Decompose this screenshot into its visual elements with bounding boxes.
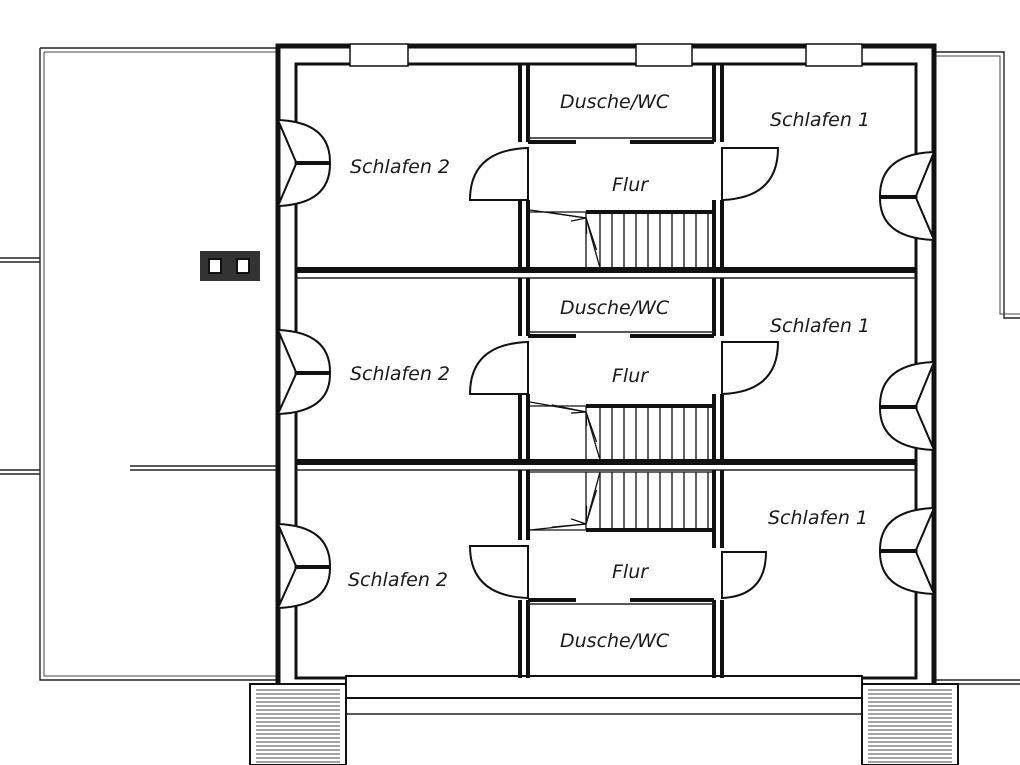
hall-doors bbox=[468, 146, 780, 600]
stairs-unit2 bbox=[529, 401, 714, 461]
room-label-bath-unit2: Dusche/WC bbox=[560, 297, 670, 319]
room-label-bedroom2-unit1: Schlafen 2 bbox=[350, 156, 450, 178]
site-outline bbox=[0, 47, 1020, 685]
stairs-unit3 bbox=[529, 471, 714, 532]
exterior-stairs-left bbox=[249, 683, 347, 765]
room-label-bedroom1-unit1: Schlafen 1 bbox=[770, 109, 870, 131]
room-label-bedroom2-unit3: Schlafen 2 bbox=[348, 569, 448, 591]
chimney bbox=[200, 251, 260, 281]
room-label-hall-unit2: Flur bbox=[612, 365, 649, 387]
room-label-bedroom1-unit2: Schlafen 1 bbox=[770, 315, 870, 337]
room-label-bath-unit3: Dusche/WC bbox=[560, 630, 670, 652]
room-label-bedroom2-unit2: Schlafen 2 bbox=[350, 363, 450, 385]
unit-walls bbox=[296, 267, 916, 471]
exterior-stairs-right bbox=[861, 683, 959, 765]
room-label-bath-unit1: Dusche/WC bbox=[560, 91, 670, 113]
exterior-doors bbox=[276, 118, 936, 610]
room-label-hall-unit1: Flur bbox=[612, 174, 649, 196]
stairs-unit1 bbox=[529, 209, 714, 269]
room-label-bedroom1-unit3: Schlafen 1 bbox=[768, 507, 868, 529]
room-label-hall-unit3: Flur bbox=[612, 561, 649, 583]
interior-walls bbox=[518, 64, 724, 678]
